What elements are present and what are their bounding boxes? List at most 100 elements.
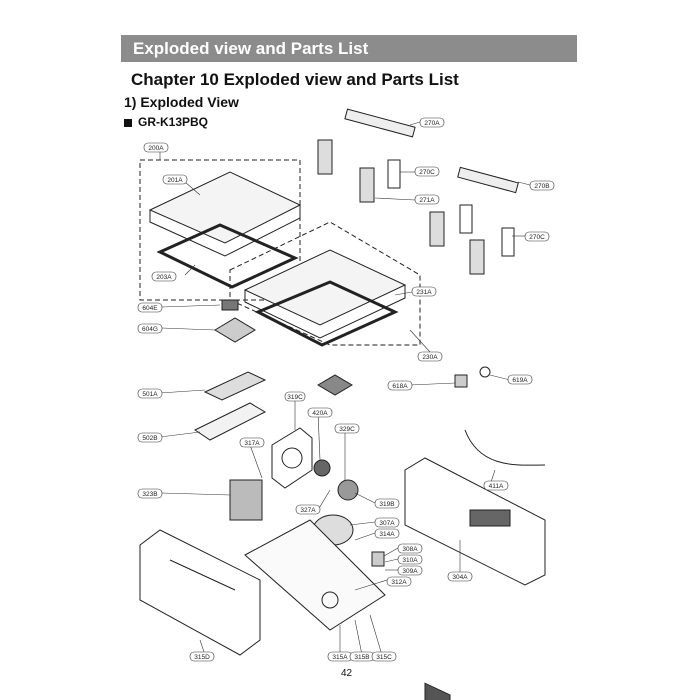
page-number: 42 (341, 668, 353, 679)
svg-text:314A: 314A (379, 531, 395, 538)
svg-text:315D: 315D (194, 654, 210, 661)
pad-604g (214, 317, 256, 343)
base-plate-315a (244, 519, 386, 631)
svg-text:203A: 203A (156, 274, 172, 281)
callout-502b: 502B (137, 432, 163, 443)
svg-text:270C: 270C (419, 169, 435, 176)
callout-315c: 315C (371, 651, 397, 662)
callout-327a: 327A (295, 504, 321, 515)
fan-bracket-319c (271, 427, 313, 489)
svg-text:315A: 315A (332, 654, 348, 661)
svg-text:411A: 411A (489, 483, 504, 490)
callout-315b: 315B (349, 651, 375, 662)
callout-319b: 319B (374, 498, 400, 509)
fan-blade-329c (337, 479, 359, 501)
svg-text:231A: 231A (416, 289, 432, 296)
svg-text:315B: 315B (354, 654, 369, 661)
pcb-501a (203, 371, 267, 401)
hinge-bracket-4 (469, 239, 485, 275)
svg-text:319B: 319B (379, 501, 394, 508)
callout-310a: 310A (397, 554, 423, 565)
hinge-cover-1 (387, 159, 401, 189)
callout-314a: 314A (374, 528, 400, 539)
callout-323b: 323B (137, 488, 163, 499)
pcb-cover-502b (193, 402, 267, 441)
svg-text:309A: 309A (402, 568, 418, 575)
svg-text:271A: 271A (419, 197, 435, 204)
leader-lines (159, 121, 531, 656)
svg-text:317A: 317A (244, 440, 260, 447)
callout-618a: 618A (387, 380, 413, 391)
svg-text:270B: 270B (534, 183, 549, 190)
callout-315d: 315D (189, 651, 215, 662)
svg-text:502B: 502B (142, 435, 157, 442)
callout-270a: 270A (419, 117, 445, 128)
fridge-door-edge (244, 285, 406, 339)
callout-420a: 420A (307, 407, 333, 418)
svg-text:308A: 308A (402, 546, 418, 553)
callout-329c: 329C (334, 423, 360, 434)
svg-text:200A: 200A (148, 145, 164, 152)
svg-text:329C: 329C (339, 426, 355, 433)
callout-271a: 271A (414, 194, 440, 205)
svg-text:270A: 270A (424, 120, 440, 127)
callout-309a: 309A (397, 565, 423, 576)
section-banner: Exploded view and Parts List (121, 35, 577, 62)
callout-619a: 619A (507, 374, 533, 385)
callout-501a: 501A (137, 388, 163, 399)
callout-201a: 201A (162, 174, 188, 185)
svg-text:304A: 304A (452, 574, 468, 581)
hinge-bracket-2 (359, 167, 375, 203)
freezer-door-group-outline (139, 159, 301, 301)
svg-text:319C: 319C (287, 394, 303, 401)
fridge-gasket-part (254, 280, 399, 347)
drain-pan-icon (321, 591, 339, 609)
thermostat-619a (479, 366, 491, 378)
callout-labels: 200A 201A 203A 604E 604G 270A 270C 270B … (137, 117, 555, 662)
callout-604e: 604E (137, 302, 163, 313)
condenser-323b (229, 479, 263, 521)
bullet-square-icon (124, 118, 132, 127)
switch-618a (454, 374, 468, 388)
callout-304a: 304A (447, 571, 473, 582)
hinge-cover-3 (501, 227, 515, 257)
callout-270c-upper: 270C (414, 166, 440, 177)
power-cord-411a (464, 429, 546, 466)
chapter-title: Chapter 10 Exploded view and Parts List (131, 70, 459, 89)
vent-grille-1 (424, 682, 451, 700)
callout-315a: 315A (327, 651, 353, 662)
svg-text:618A: 618A (392, 383, 408, 390)
svg-text:312A: 312A (391, 579, 407, 586)
callout-319c: 319C (284, 391, 306, 402)
callout-270b: 270B (529, 180, 555, 191)
svg-text:307A: 307A (379, 520, 395, 527)
callout-307a: 307A (374, 517, 400, 528)
svg-text:230A: 230A (422, 354, 438, 361)
fan-motor-hole (281, 447, 303, 469)
svg-text:619A: 619A (512, 377, 528, 384)
hinge-270a (344, 108, 416, 138)
hinge-270b (457, 166, 519, 194)
callout-230a: 230A (417, 351, 443, 362)
front-panel-slot (169, 559, 236, 591)
fan-motor-420a (313, 459, 331, 477)
svg-text:327A: 327A (300, 507, 316, 514)
pad-604e (221, 299, 239, 311)
freezer-gasket-part (156, 223, 299, 289)
relay-308a (371, 551, 385, 567)
vent-grille-2 (469, 509, 511, 527)
svg-text:310A: 310A (402, 557, 418, 564)
callout-411a: 411A (483, 480, 509, 491)
svg-text:323B: 323B (142, 491, 157, 498)
hinge-bracket-1 (317, 139, 333, 175)
section-title: 1) Exploded View (124, 94, 239, 110)
callout-231a: 231A (411, 286, 437, 297)
callout-203a: 203A (151, 271, 177, 282)
svg-text:604G: 604G (142, 326, 158, 333)
pad-lower (317, 374, 353, 396)
svg-text:270C: 270C (529, 234, 545, 241)
model-name: GR-K13PBQ (138, 115, 209, 129)
hinge-cover-2 (459, 204, 473, 234)
svg-text:201A: 201A (167, 177, 183, 184)
